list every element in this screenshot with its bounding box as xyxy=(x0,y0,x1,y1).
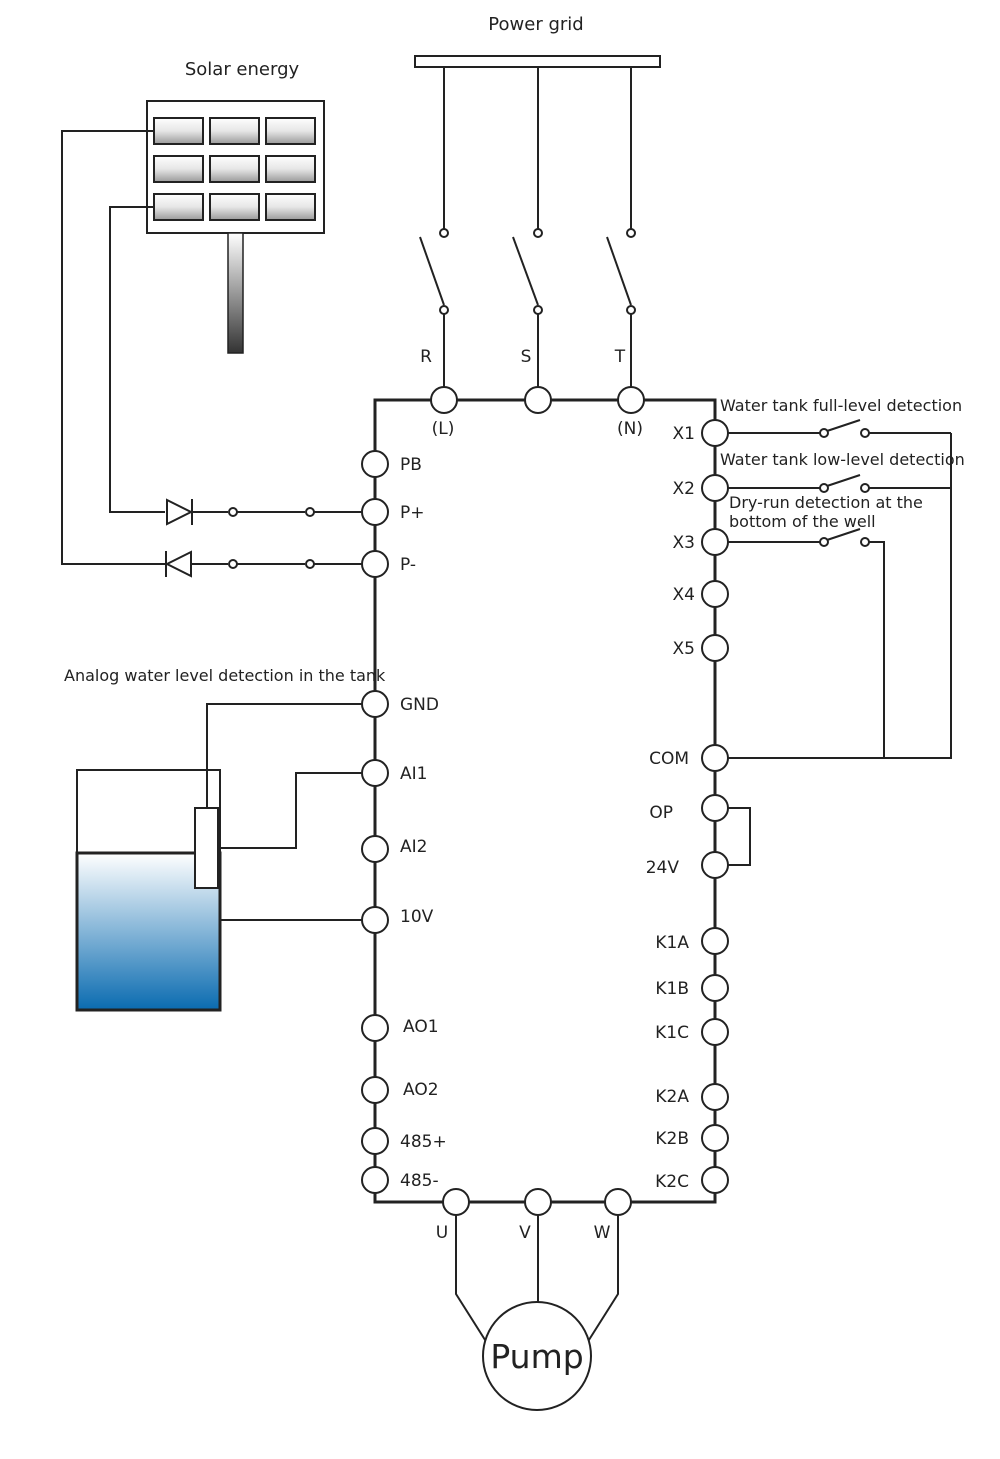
terminal-w xyxy=(604,1188,632,1216)
terminal-ao2-label: AO2 xyxy=(403,1080,439,1100)
terminal-x2 xyxy=(701,474,729,502)
terminal-x1 xyxy=(701,419,729,447)
motor-outputs: U V W xyxy=(436,1188,632,1344)
analog-detection-title: Analog water level detection in the tank xyxy=(64,666,386,685)
terminal-ao2 xyxy=(361,1076,389,1104)
terminal-pb xyxy=(361,450,389,478)
solar-title: Solar energy xyxy=(185,59,300,80)
terminal-10v xyxy=(361,906,389,934)
terminal-k2b-label: K2B xyxy=(655,1129,689,1149)
phase-t-label: T xyxy=(614,347,626,367)
terminal-10v-label: 10V xyxy=(400,907,434,927)
terminal-op-label: OP xyxy=(649,803,673,823)
terminal-u-label: U xyxy=(436,1223,448,1243)
pump-label: Pump xyxy=(490,1337,583,1376)
power-grid-title: Power grid xyxy=(488,14,583,35)
diode-p-minus xyxy=(164,550,362,578)
terminal-x2-label: X2 xyxy=(673,479,695,499)
terminal-k2a xyxy=(701,1083,729,1111)
terminal-gnd xyxy=(361,690,389,718)
terminal-ai1 xyxy=(361,759,389,787)
water-tank: Analog water level detection in the tank xyxy=(64,666,386,1012)
terminal-485-minus-label: 485- xyxy=(400,1171,439,1191)
terminal-s xyxy=(524,386,552,414)
terminal-p-plus-label: P+ xyxy=(400,503,425,523)
terminal-485-minus xyxy=(361,1166,389,1194)
low-level-label: Water tank low-level detection xyxy=(720,450,965,469)
phase-s-switch xyxy=(512,228,543,315)
left-terminals: PB P+ P- GND AI1 AI2 10V AO1 AO2 485+ 48… xyxy=(361,450,447,1194)
terminal-k1c xyxy=(701,1018,729,1046)
terminal-k2c xyxy=(701,1166,729,1194)
terminal-com-label: COM xyxy=(649,749,689,769)
terminal-w-label: W xyxy=(594,1223,611,1243)
terminal-com xyxy=(701,744,729,772)
terminal-l-label: (L) xyxy=(432,419,455,439)
terminal-x5-label: X5 xyxy=(673,639,695,659)
level-sensor xyxy=(194,807,219,889)
full-level-label: Water tank full-level detection xyxy=(720,396,962,415)
terminal-t xyxy=(617,386,645,414)
terminal-k1b-label: K1B xyxy=(655,979,689,999)
dry-run-switch: Dry-run detection at the bottom of the w… xyxy=(728,493,923,758)
pump: Pump xyxy=(482,1301,592,1411)
terminal-ai2-label: AI2 xyxy=(400,837,427,857)
terminal-485-plus-label: 485+ xyxy=(400,1132,447,1152)
terminal-x4-label: X4 xyxy=(673,585,695,605)
solar-pole xyxy=(227,232,244,354)
full-level-switch: Water tank full-level detection xyxy=(720,396,962,438)
terminal-k2b xyxy=(701,1124,729,1152)
terminal-k1c-label: K1C xyxy=(655,1023,689,1043)
phase-r-label: R xyxy=(420,347,432,367)
dry-run-label-line1: Dry-run detection at the xyxy=(729,493,923,512)
terminal-x3-label: X3 xyxy=(673,533,695,553)
pump-motor xyxy=(482,1301,592,1411)
phase-s-label: S xyxy=(521,347,532,367)
terminal-r xyxy=(430,386,458,414)
terminal-k1a xyxy=(701,927,729,955)
terminal-op xyxy=(701,794,729,822)
terminal-x3 xyxy=(701,528,729,556)
terminal-p-plus xyxy=(361,498,389,526)
terminal-x5 xyxy=(701,634,729,662)
grid-busbar xyxy=(414,55,661,68)
terminal-ao1 xyxy=(361,1014,389,1042)
phase-t-switch xyxy=(606,228,636,315)
terminal-k1b xyxy=(701,974,729,1002)
low-level-switch: Water tank low-level detection xyxy=(720,450,965,493)
terminal-k2a-label: K2A xyxy=(655,1087,689,1107)
power-grid: Power grid R S T xyxy=(414,14,661,387)
terminal-v-label: V xyxy=(519,1223,531,1243)
terminal-24v xyxy=(701,851,729,879)
terminal-x1-label: X1 xyxy=(673,424,695,444)
op-24v-jumper xyxy=(728,807,751,866)
terminal-x4 xyxy=(701,580,729,608)
diode-p-plus xyxy=(166,498,362,526)
terminal-ao1-label: AO1 xyxy=(403,1017,439,1037)
terminal-24v-label: 24V xyxy=(646,858,680,878)
com-return-bus xyxy=(728,433,952,759)
right-terminals: X1 X2 X3 X4 X5 COM OP 24V K1A K1B K1C K2… xyxy=(646,419,729,1194)
terminal-k1a-label: K1A xyxy=(655,933,689,953)
terminal-ai1-label: AI1 xyxy=(400,764,427,784)
terminal-k2c-label: K2C xyxy=(655,1172,689,1192)
terminal-p-minus xyxy=(361,550,389,578)
solar-cells xyxy=(153,117,316,221)
terminal-n-label: (N) xyxy=(617,419,643,439)
terminal-gnd-label: GND xyxy=(400,695,439,715)
terminal-p-minus-label: P- xyxy=(400,555,416,575)
terminal-485-plus xyxy=(361,1127,389,1155)
dry-run-label-line2: bottom of the well xyxy=(729,512,876,531)
terminal-v xyxy=(524,1188,552,1216)
terminal-pb-label: PB xyxy=(400,455,422,475)
solar-panel: Solar energy xyxy=(146,59,325,354)
terminal-u xyxy=(442,1188,470,1216)
terminal-ai2 xyxy=(361,835,389,863)
phase-r-switch xyxy=(419,228,449,315)
